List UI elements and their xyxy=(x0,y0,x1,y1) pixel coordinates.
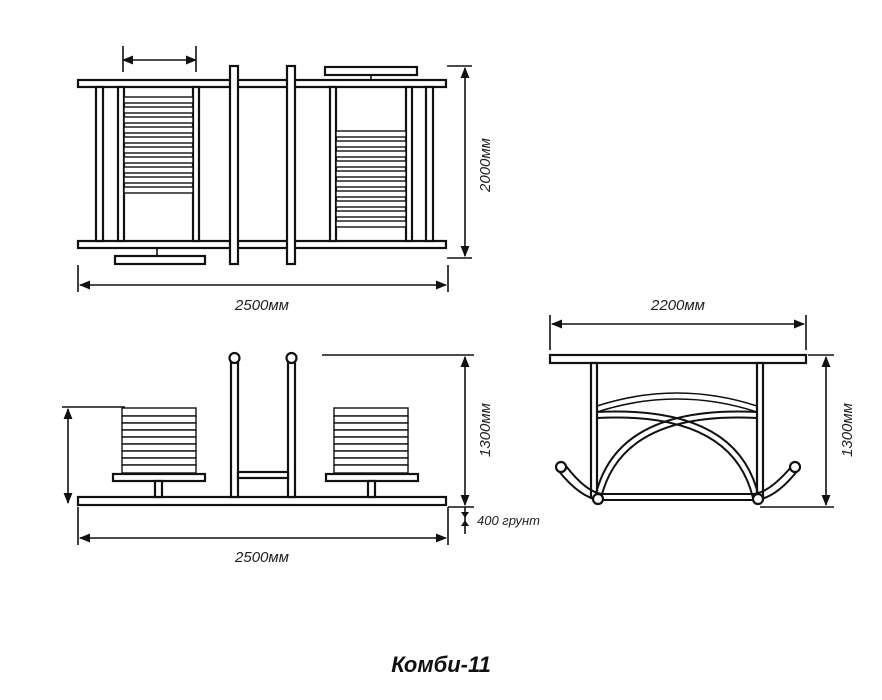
top-plank xyxy=(323,65,419,77)
center-post-left xyxy=(228,64,240,266)
top-view: 2000мм 2500мм xyxy=(76,46,494,314)
left-seat-side xyxy=(111,407,207,499)
bottom-rail xyxy=(76,239,448,250)
end-height-label: 1300мм xyxy=(839,403,856,457)
base-beam xyxy=(76,495,448,507)
side-view: 1300мм xyxy=(62,351,540,566)
side-width-label: 2500мм xyxy=(234,549,289,566)
ground-depth-label: 400 грунт xyxy=(477,513,540,528)
right-seat-slats xyxy=(335,130,407,228)
top-depth-label: 2000мм xyxy=(477,138,494,193)
end-width-label: 2200мм xyxy=(650,297,705,314)
drawing-title: Комби-11 xyxy=(391,652,491,677)
center-post-right xyxy=(285,64,297,266)
top-width-label: 2500мм xyxy=(234,297,289,314)
bottom-plank xyxy=(113,254,207,266)
end-top-bar xyxy=(548,353,808,365)
right-seat-side xyxy=(324,407,420,499)
top-rail xyxy=(76,78,448,89)
left-seat-slats xyxy=(123,96,194,194)
side-height-label: 1300мм xyxy=(477,403,494,457)
end-view: 2200мм 1300мм xyxy=(548,297,856,508)
